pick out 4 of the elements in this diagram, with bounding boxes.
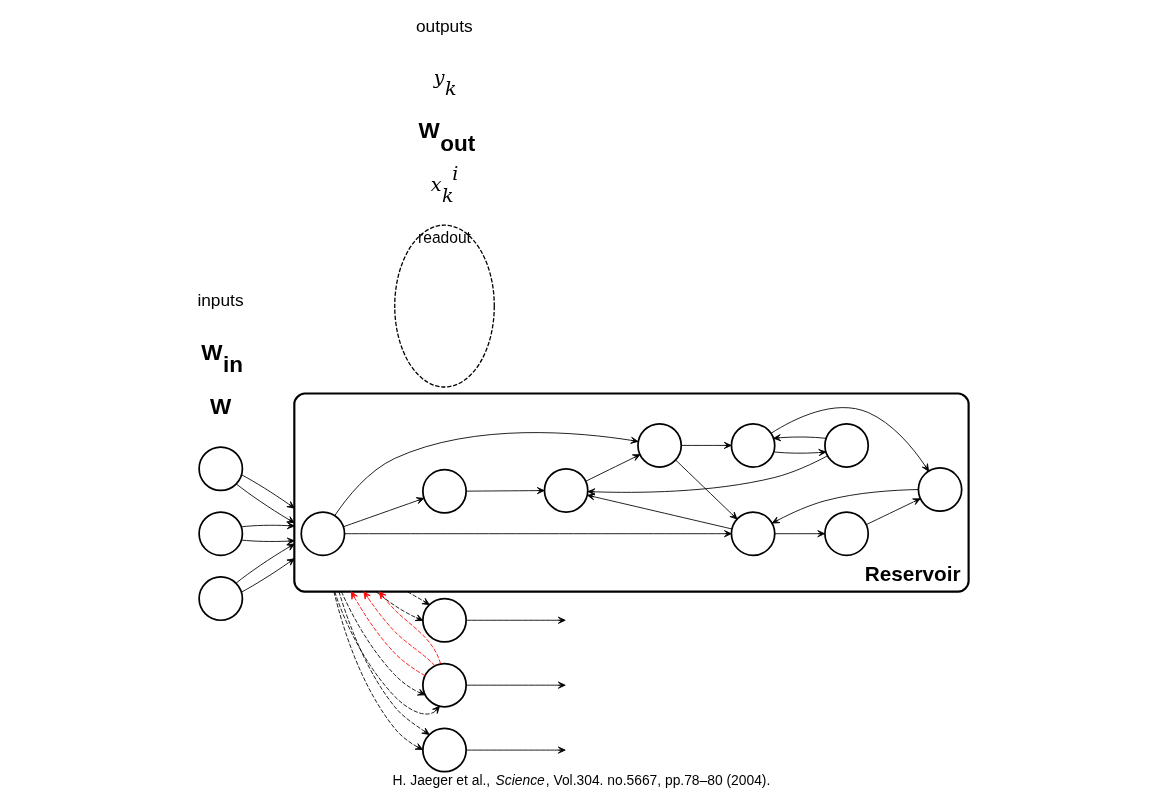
caption: H. Jaeger et al., Science, Vol.304. no.5667, pp.78–80 (2004). xyxy=(392,772,770,789)
label: W xyxy=(209,393,231,419)
label: outputs xyxy=(415,15,473,36)
label: inputs xyxy=(196,290,244,311)
